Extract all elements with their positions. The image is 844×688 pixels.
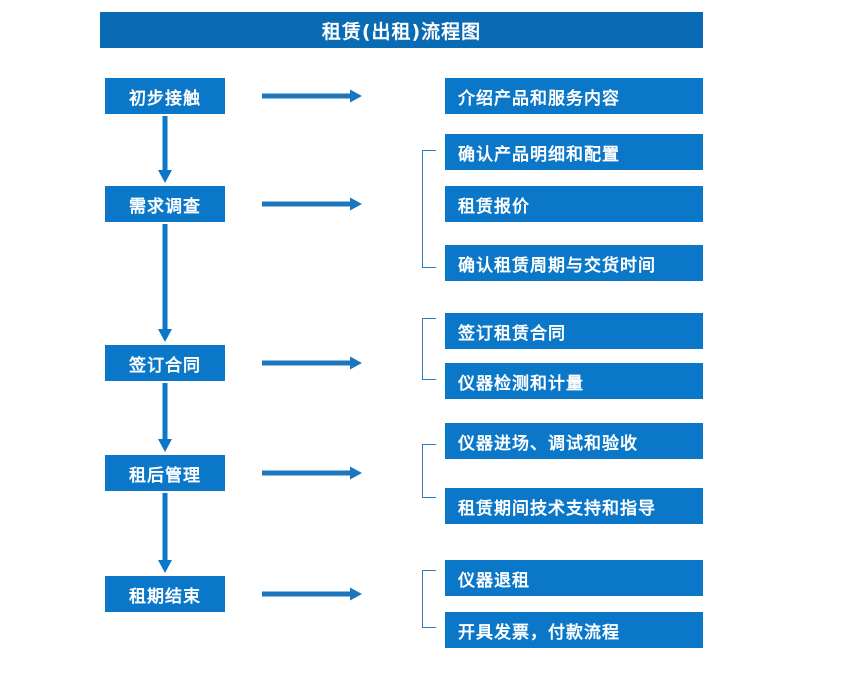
- detail-box-yiqijinchangtiaoshiheyanshou[interactable]: 仪器进场、调试和验收: [445, 423, 703, 459]
- detail-box-qiandingzulinhetong[interactable]: 签订租赁合同: [445, 313, 703, 349]
- arrow-down-icon: [157, 224, 173, 343]
- arrow-down-icon: [157, 493, 173, 574]
- detail-box-zulinqijianjishuzhichiehzhidao[interactable]: 租赁期间技术支持和指导: [445, 488, 703, 524]
- arrow-right-icon: [262, 355, 362, 371]
- detail-box-querenchanpinmingxihepeizhi[interactable]: 确认产品明细和配置: [445, 134, 703, 170]
- group-bracket-icon: [422, 444, 436, 498]
- stage-box-chubujiechu[interactable]: 初步接触: [105, 78, 225, 114]
- group-bracket-icon: [422, 318, 436, 380]
- detail-box-kaijufapiaofukuanliucheng[interactable]: 开具发票，付款流程: [445, 612, 703, 648]
- group-bracket-icon: [422, 150, 436, 268]
- arrow-right-icon: [262, 88, 362, 104]
- arrow-down-icon: [157, 383, 173, 453]
- detail-box-querenzulinzhouqiyujiaohuoshijian[interactable]: 确认租赁周期与交货时间: [445, 245, 703, 281]
- stage-box-qiandinghetong[interactable]: 签订合同: [105, 345, 225, 381]
- arrow-right-icon: [262, 465, 362, 481]
- stage-box-xuqiudiaocha[interactable]: 需求调查: [105, 186, 225, 222]
- arrow-down-icon: [157, 116, 173, 184]
- diagram-title: 租赁(出租)流程图: [100, 12, 703, 48]
- detail-box-yiqijiancehejiliang[interactable]: 仪器检测和计量: [445, 363, 703, 399]
- detail-box-yiqituizu[interactable]: 仪器退租: [445, 560, 703, 596]
- stage-box-zuqijieshu[interactable]: 租期结束: [105, 576, 225, 612]
- arrow-right-icon: [262, 196, 362, 212]
- arrow-right-icon: [262, 586, 362, 602]
- detail-box-zulinbaojia[interactable]: 租赁报价: [445, 186, 703, 222]
- detail-box-jieshaochanpinhefuwuneirong[interactable]: 介绍产品和服务内容: [445, 78, 703, 114]
- stage-box-zuhouguanli[interactable]: 租后管理: [105, 455, 225, 491]
- group-bracket-icon: [422, 570, 436, 628]
